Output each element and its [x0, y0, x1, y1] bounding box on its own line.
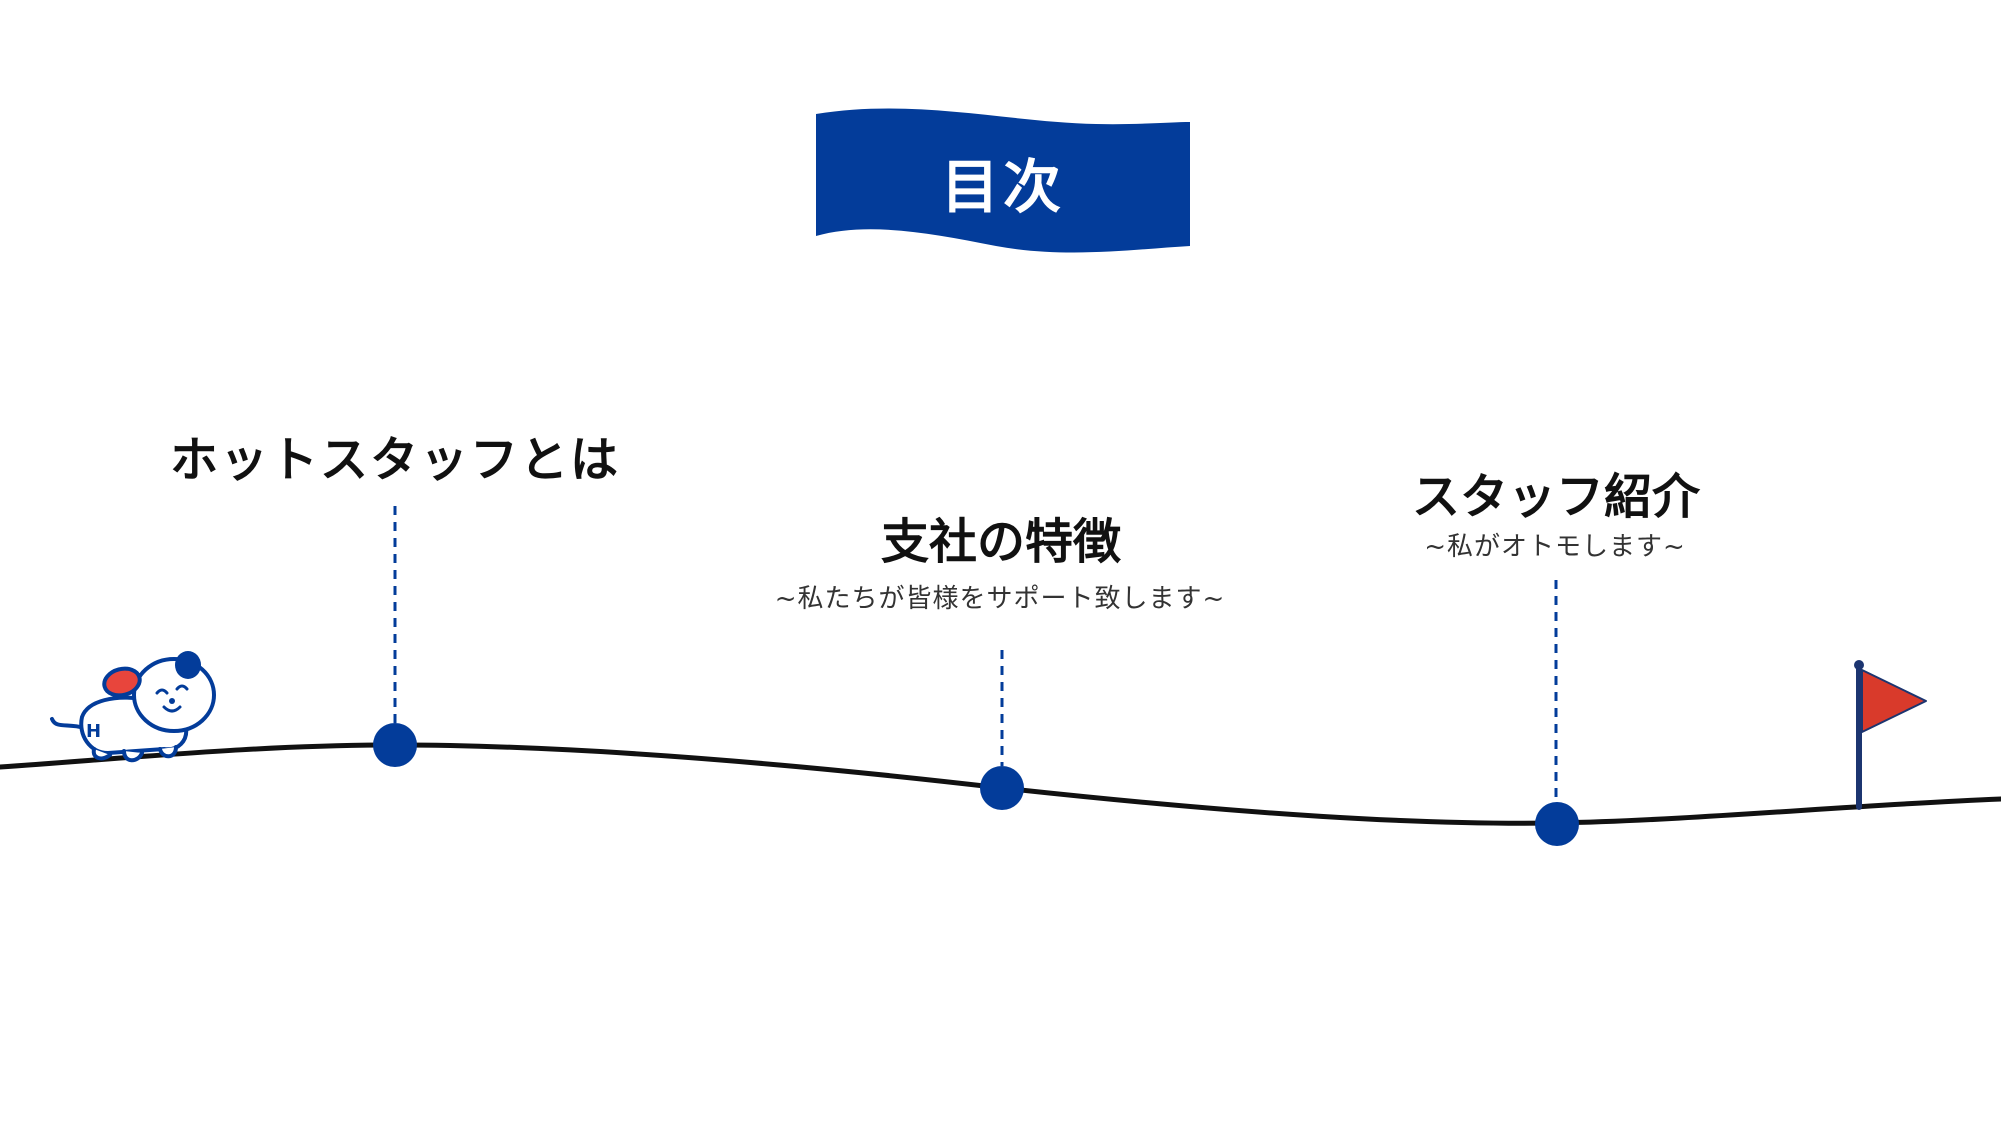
banner-flag-shape: [816, 108, 1190, 253]
svg-text:H: H: [86, 721, 101, 742]
page-title: 目次: [940, 152, 1065, 221]
milestone-dot-2[interactable]: [980, 766, 1024, 810]
toc-banner: 目次: [816, 104, 1190, 259]
section-title-branch-features[interactable]: 支社の特徴: [880, 514, 1121, 570]
section-title-about[interactable]: ホットスタッフとは: [169, 432, 620, 488]
section-subtitle-staff: ~私がオトモします~: [1424, 532, 1686, 562]
milestone-dot-1[interactable]: [373, 723, 417, 767]
section-subtitle-branch-features: ~私たちが皆様をサポート致します~: [774, 584, 1226, 614]
dog-mascot-icon: H: [50, 651, 216, 763]
section-title-staff[interactable]: スタッフ紹介: [1411, 469, 1700, 525]
goal-flag-icon: [1854, 660, 1927, 810]
milestone-dot-3[interactable]: [1535, 802, 1579, 846]
